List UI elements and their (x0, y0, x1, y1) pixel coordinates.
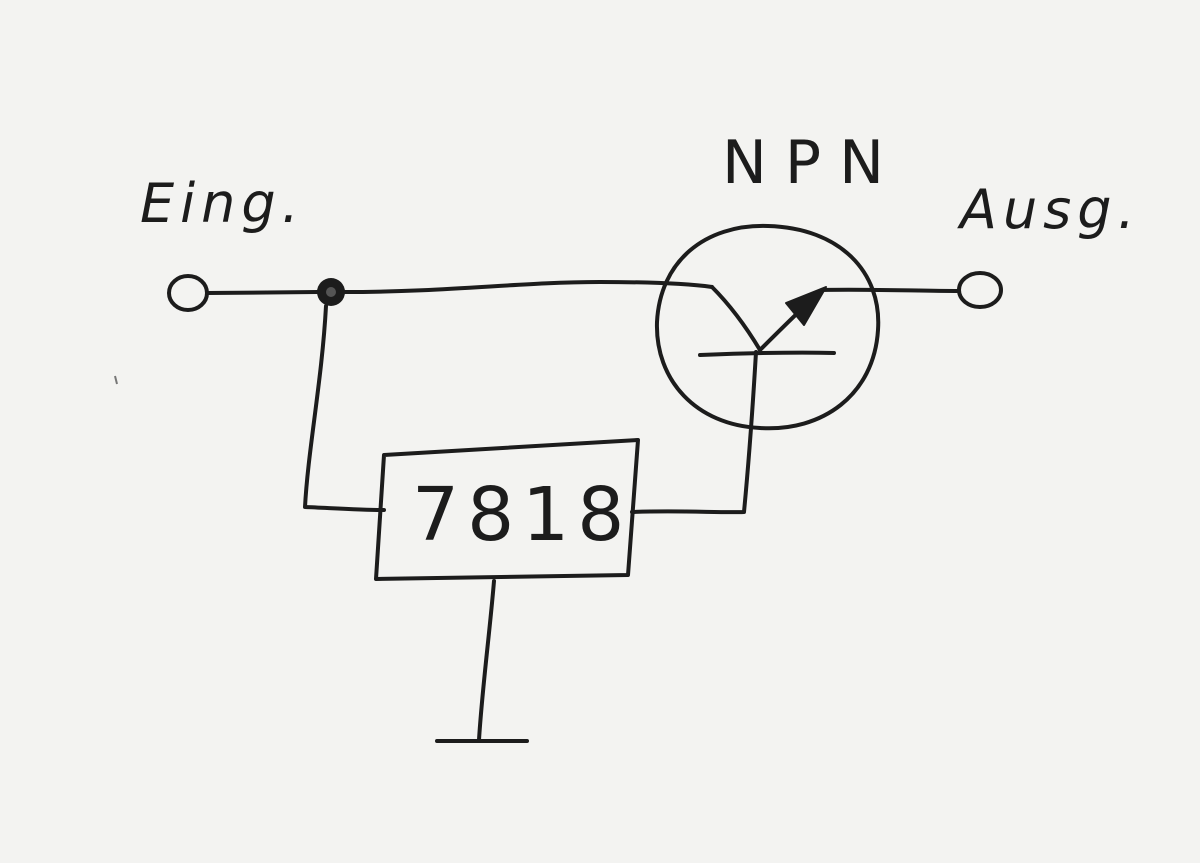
transistor-collector-lead (710, 285, 762, 352)
output-wire (820, 287, 961, 293)
ground-wire (477, 579, 496, 742)
stray-mark (114, 375, 118, 385)
junction-dot-highlight (326, 287, 336, 297)
input-label: Eing. (140, 172, 305, 235)
transistor-circle (654, 223, 881, 431)
output-label: Ausg. (957, 178, 1141, 241)
regulator-label: 7818 (412, 472, 632, 558)
transistor-base-bar (698, 350, 836, 357)
emitter-arrow-icon (785, 286, 827, 326)
transistor-type-label: NPN (722, 128, 902, 198)
regulator-7818-box (374, 438, 640, 581)
regulator-output-wire (630, 350, 758, 515)
regulator-input-wire (303, 304, 386, 512)
input-wire (205, 280, 714, 295)
